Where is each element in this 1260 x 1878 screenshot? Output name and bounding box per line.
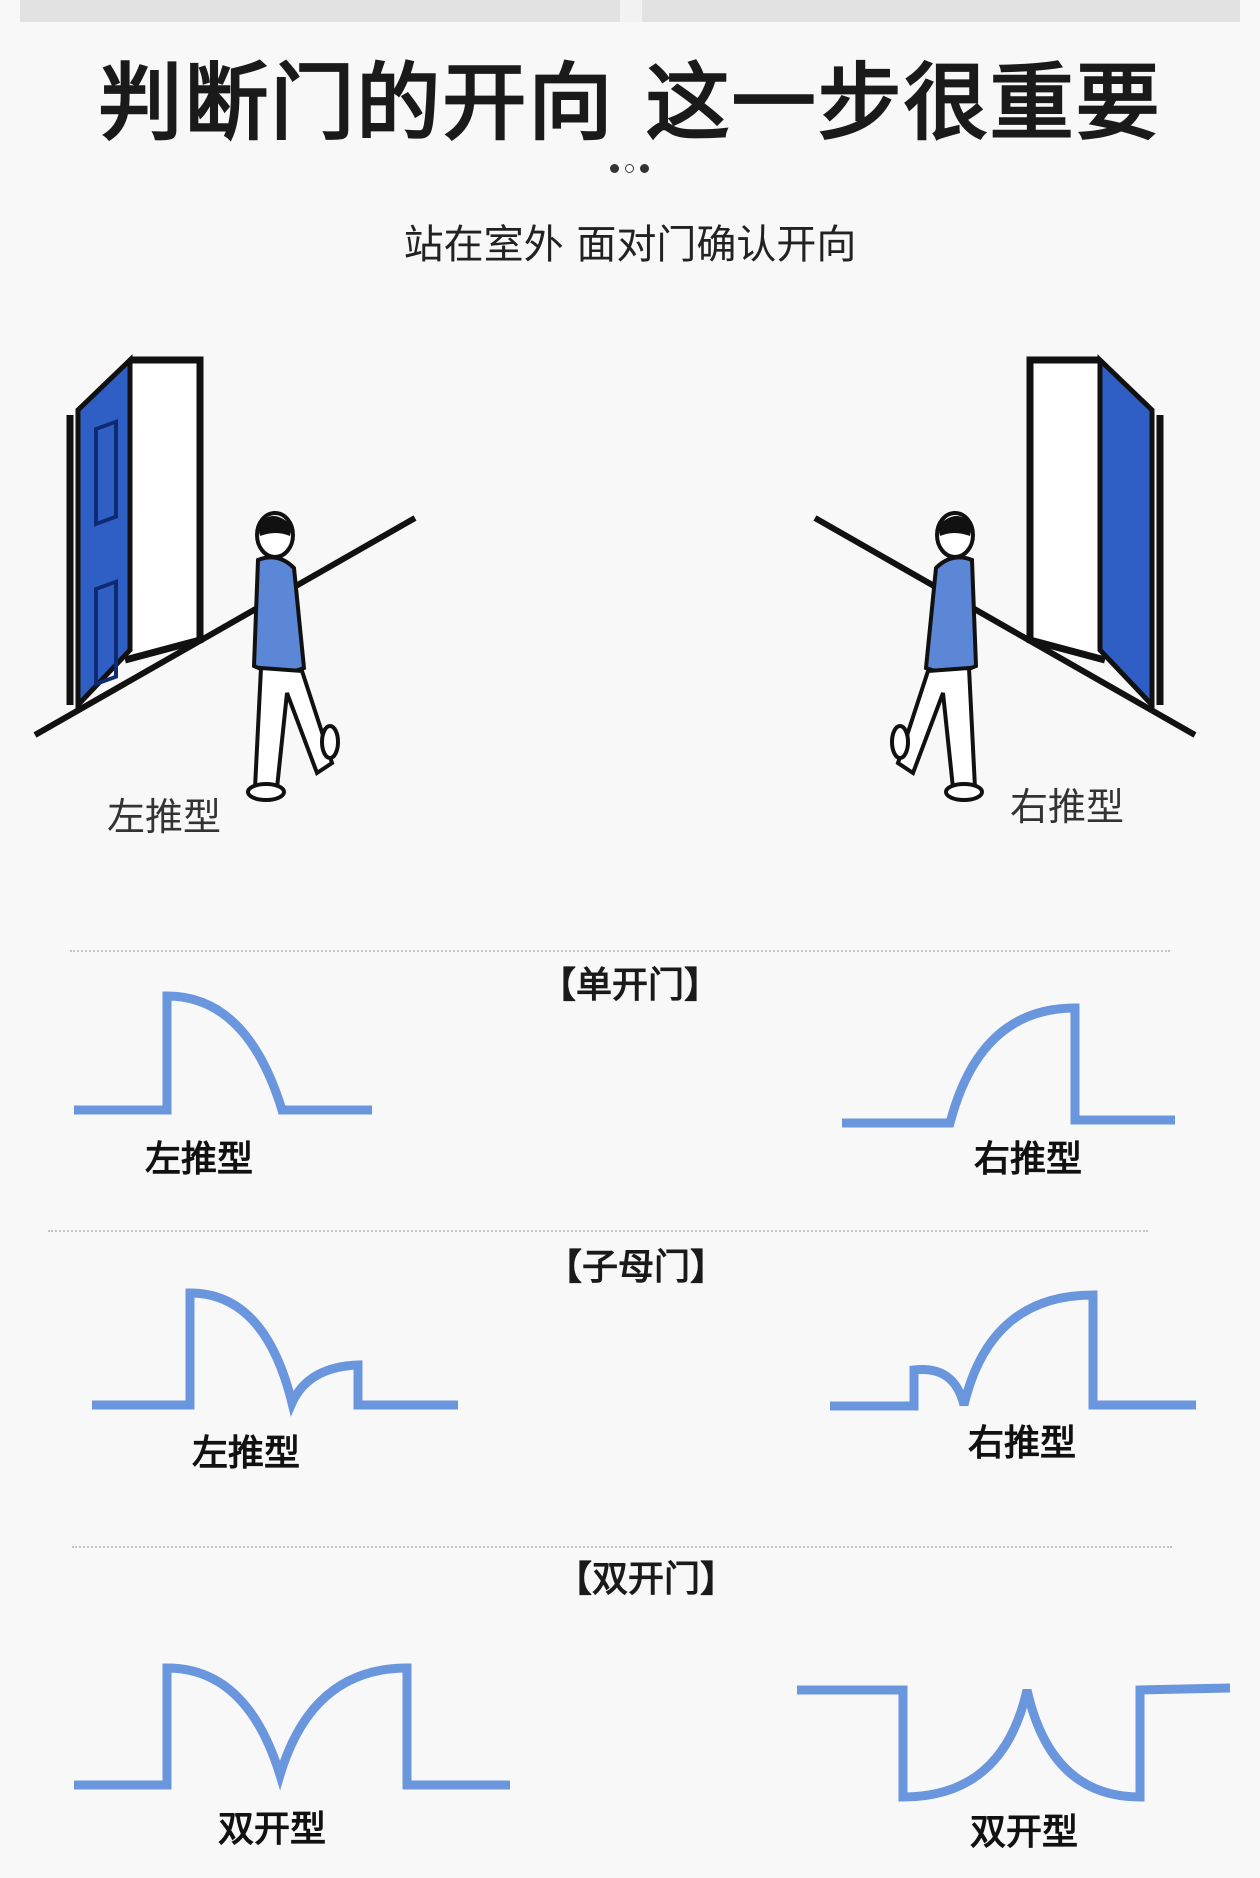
illustration-right-label: 右推型 [1010, 785, 1125, 829]
top-photo-strip [20, 0, 1240, 22]
single-door-left-label: 左推型 [145, 1139, 254, 1180]
double-door-left-label: 双开型 [218, 1809, 327, 1850]
mother-son-door-right-diagram [830, 1290, 1196, 1411]
section-divider [70, 950, 1170, 952]
page-title: 判断门的开向 这一步很重要 [98, 54, 1162, 152]
double-door-right-diagram [797, 1683, 1231, 1802]
dot [610, 164, 619, 173]
double-door-left-diagram [74, 1663, 510, 1791]
section-heading-mother-son-door: 【子母门】 [545, 1247, 726, 1288]
illustration-left-label: 左推型 [107, 795, 222, 839]
mother-son-door-left-diagram [92, 1288, 458, 1417]
carousel-dots [610, 164, 660, 178]
person-body [251, 555, 307, 675]
section-heading-double-door: 【双开门】 [555, 1559, 736, 1600]
dot-active [625, 164, 634, 173]
subtitle: 站在室外 面对门确认开向 [403, 222, 857, 268]
mother-son-door-right-label: 右推型 [968, 1423, 1077, 1464]
door-panel [1097, 354, 1155, 712]
left-door-illustration [33, 354, 417, 802]
section-divider [48, 1230, 1148, 1232]
double-door-right-label: 双开型 [970, 1812, 1079, 1853]
single-door-right-label: 右推型 [974, 1139, 1083, 1180]
section-divider [72, 1546, 1172, 1548]
single-door-left-diagram [74, 991, 372, 1115]
door-panel [75, 354, 133, 712]
right-door-illustration [813, 354, 1197, 802]
mother-son-door-left-label: 左推型 [192, 1433, 301, 1474]
section-heading-single-door: 【单开门】 [539, 965, 720, 1006]
single-door-right-diagram [842, 1003, 1175, 1128]
dot [640, 164, 649, 173]
